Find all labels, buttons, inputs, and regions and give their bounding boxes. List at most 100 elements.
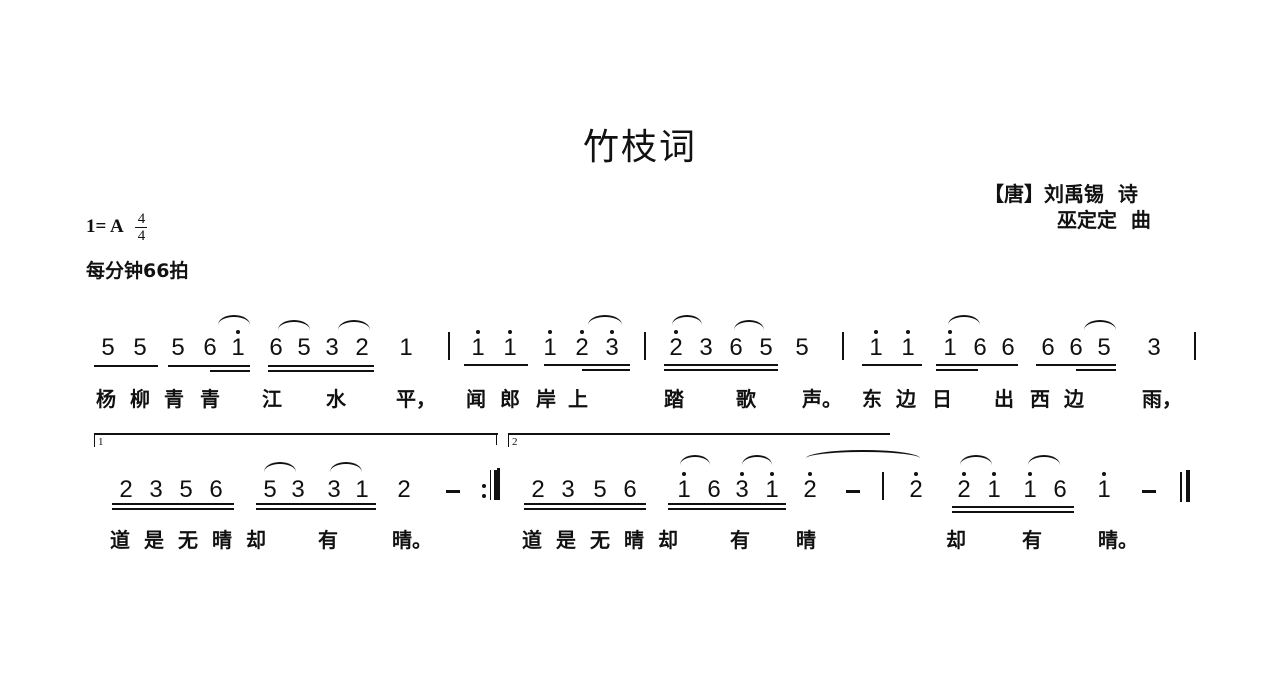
octave-dot-icon [1028,472,1032,476]
note: 2 [119,476,133,503]
lyric-char: 平， [396,387,436,411]
volta-1: 1 [94,433,498,448]
note: 1 [866,330,886,360]
lyric-char: 雨， [1142,387,1182,411]
octave-dot-icon [1102,472,1106,476]
note: 6 [1041,334,1055,361]
lyric-char: 无 [590,528,610,552]
octave-dot-icon [874,330,878,334]
key-label: 1= A [86,215,123,237]
note: 5 [1097,334,1111,361]
octave-dot-icon [906,330,910,334]
note: 5 [171,334,185,361]
note: 2 [666,330,686,360]
lyric-char: 郎 [500,387,520,411]
note: 6 [729,334,743,361]
note: 2 [572,330,592,360]
octave-dot-icon [548,330,552,334]
lyric-char: 踏 [664,387,684,411]
lyric-char: 上 [568,387,588,411]
lyric-char: 水 [326,387,346,411]
lyric-char: 出 [994,387,1014,411]
lyric-char: 晴 [212,528,232,552]
note: 2 [355,334,369,361]
note: 1 [355,476,369,503]
lyric-char: 晴 [796,528,816,552]
note: 6 [269,334,283,361]
lyric-char: 道 [522,528,542,552]
octave-dot-icon [962,472,966,476]
lyric-char: 却 [658,528,678,552]
song-title: 竹枝词 [582,127,697,168]
lyric-char: 江 [262,387,282,411]
tempo-marking: 每分钟66拍 [86,260,189,282]
note: 2 [906,472,926,502]
octave-dot-icon [610,330,614,334]
volta-2: 2 [508,433,890,448]
note: 1 [984,472,1004,502]
lyric-char: 歌 [736,387,756,411]
octave-dot-icon [740,472,744,476]
key-signature: 1= A 4 4 [86,212,148,244]
note: 6 [1053,476,1067,503]
lyric-char: 却 [946,528,966,552]
octave-dot-icon [476,330,480,334]
lyric-char: 西 [1030,387,1050,411]
note: 3 [1147,334,1161,361]
octave-dot-icon [808,472,812,476]
note: 3 [561,476,575,503]
note: 1 [228,330,248,360]
note: 1 [674,472,694,502]
note: 5 [133,334,147,361]
lyric-char: 有 [1022,528,1042,552]
note: 5 [101,334,115,361]
lyric-char: 青 [200,387,220,411]
lyric-char: 声。 [802,387,842,411]
note: 3 [325,334,339,361]
lyric-char: 柳 [130,387,150,411]
lyric-char: 晴。 [1098,528,1138,552]
note: 1 [940,330,960,360]
octave-dot-icon [236,330,240,334]
octave-dot-icon [948,330,952,334]
lyric-char: 有 [318,528,338,552]
note: 3 [602,330,622,360]
lyricist-credit: 【唐】刘禹锡 诗 [984,182,1138,206]
note: 6 [203,334,217,361]
lyric-char: 边 [1064,387,1084,411]
octave-dot-icon [682,472,686,476]
lyric-char: 青 [164,387,184,411]
note: 6 [209,476,223,503]
lyric-char: 晴。 [392,528,432,552]
note: 3 [291,476,305,503]
note: 1 [468,330,488,360]
note: 3 [732,472,752,502]
octave-dot-icon [508,330,512,334]
note: 1 [1094,472,1114,502]
note: 1 [898,330,918,360]
lyric-char: 闻 [466,387,486,411]
octave-dot-icon [770,472,774,476]
lyric-char: 道 [110,528,130,552]
note: 6 [1001,334,1015,361]
note: 2 [954,472,974,502]
note: 6 [707,476,721,503]
octave-dot-icon [674,330,678,334]
note: 5 [795,334,809,361]
lyric-char: 是 [144,528,164,552]
note: 5 [263,476,277,503]
note: 3 [699,334,713,361]
note: 2 [397,476,411,503]
note: 6 [623,476,637,503]
note: 5 [593,476,607,503]
note: 1 [540,330,560,360]
lyric-char: 却 [246,528,266,552]
octave-dot-icon [914,472,918,476]
note: 1 [500,330,520,360]
note: 3 [149,476,163,503]
lyric-char: 杨 [96,387,116,411]
note: 1 [399,334,413,361]
octave-dot-icon [580,330,584,334]
note: 5 [297,334,311,361]
note: 1 [762,472,782,502]
